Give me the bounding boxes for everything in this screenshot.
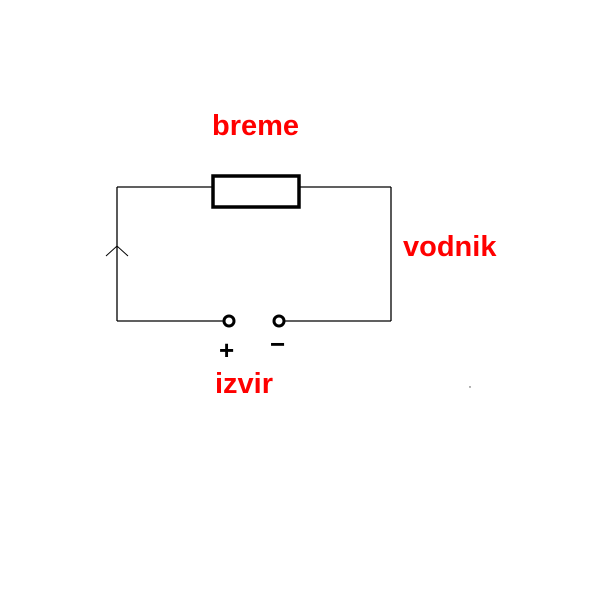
current-arrow-icon <box>105 245 129 257</box>
resistor <box>211 174 301 209</box>
negative-terminal <box>272 314 286 328</box>
load-label: breme <box>212 110 300 142</box>
negative-sign: − <box>270 329 286 359</box>
stray-dot <box>469 386 471 388</box>
source-label: izvir <box>215 368 274 400</box>
positive-terminal <box>222 314 236 328</box>
positive-sign: + <box>219 335 235 365</box>
conductor-label: vodnik <box>403 231 497 263</box>
